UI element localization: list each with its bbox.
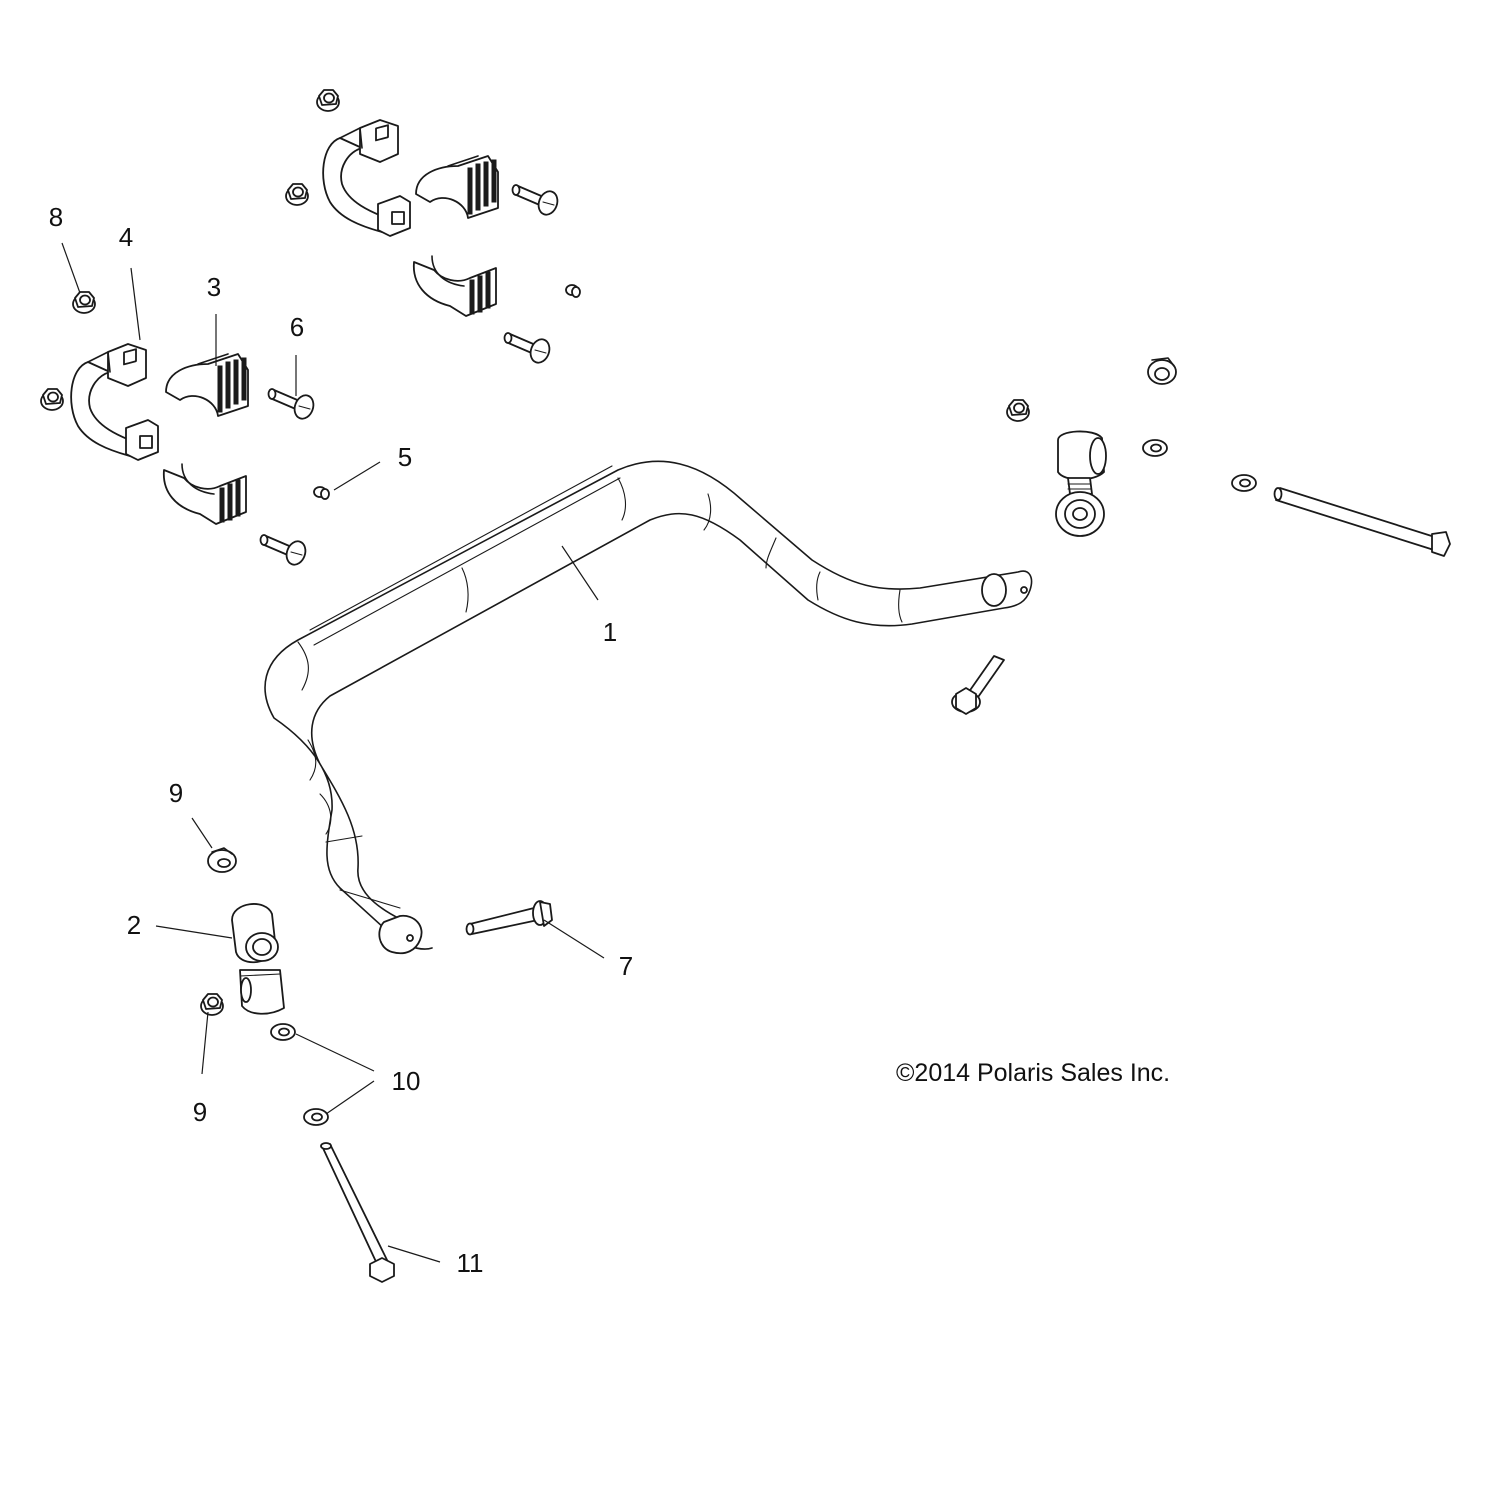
flange-bolt-right[interactable] — [951, 655, 1005, 715]
link-arm-right[interactable] — [1055, 430, 1107, 537]
callout-5: 5 — [398, 442, 412, 472]
nut-left[interactable] — [40, 388, 64, 411]
grease-fitting-5[interactable] — [313, 486, 330, 500]
callout-2: 2 — [127, 910, 141, 940]
carriage-bolt-6[interactable] — [267, 388, 318, 423]
clamp-assembly-left — [40, 291, 330, 569]
callout-11: 11 — [457, 1248, 484, 1278]
callout-1: 1 — [603, 617, 617, 647]
callouts: 1 2 3 4 5 6 7 8 9 9 10 11 — [49, 202, 633, 1278]
bushing-3[interactable] — [165, 353, 249, 417]
washer-10-a[interactable] — [270, 1023, 296, 1041]
carriage-bolt-upper-2[interactable] — [503, 332, 554, 367]
callout-7: 7 — [619, 951, 633, 981]
flange-nut-9-upper[interactable] — [207, 847, 237, 873]
callout-3: 3 — [207, 272, 221, 302]
callout-9-lower: 9 — [193, 1097, 207, 1127]
flange-nut-9-lower[interactable] — [200, 993, 224, 1016]
washer-right-2[interactable] — [1231, 474, 1257, 492]
carriage-bolt-lower[interactable] — [259, 534, 310, 569]
link-assembly-left — [200, 847, 553, 1283]
link-assembly-right — [951, 357, 1451, 715]
flange-nut-8[interactable] — [72, 291, 96, 314]
callout-8: 8 — [49, 202, 63, 232]
bushing-upper-lower[interactable] — [412, 255, 497, 317]
nut-right[interactable] — [1006, 399, 1030, 422]
copyright-notice: ©2014 Polaris Sales Inc. — [896, 1059, 1170, 1087]
sway-bar[interactable] — [264, 460, 1033, 955]
nut-upper[interactable] — [316, 89, 340, 112]
callout-4: 4 — [119, 222, 133, 252]
bracket-upper[interactable] — [322, 119, 411, 237]
carriage-bolt-upper[interactable] — [511, 184, 562, 219]
washer-10-b[interactable] — [303, 1108, 329, 1126]
callout-9-upper: 9 — [169, 778, 183, 808]
link-arm-2[interactable] — [231, 903, 285, 1015]
clamp-assembly-upper — [285, 89, 581, 367]
flange-bolt-7[interactable] — [465, 900, 553, 936]
bushing-lower[interactable] — [162, 463, 247, 525]
leader-lines — [61, 242, 605, 1263]
washer-right[interactable] — [1142, 439, 1168, 457]
long-bolt-11[interactable] — [320, 1142, 395, 1283]
bushing-upper[interactable] — [415, 155, 499, 219]
nut-right-2[interactable] — [1147, 357, 1177, 385]
nut-upper-2[interactable] — [285, 183, 309, 206]
long-bolt-right[interactable] — [1273, 487, 1451, 557]
bracket-4[interactable] — [70, 343, 159, 461]
grease-fitting-upper[interactable] — [565, 284, 581, 298]
callout-10: 10 — [392, 1066, 421, 1096]
callout-6: 6 — [290, 312, 304, 342]
